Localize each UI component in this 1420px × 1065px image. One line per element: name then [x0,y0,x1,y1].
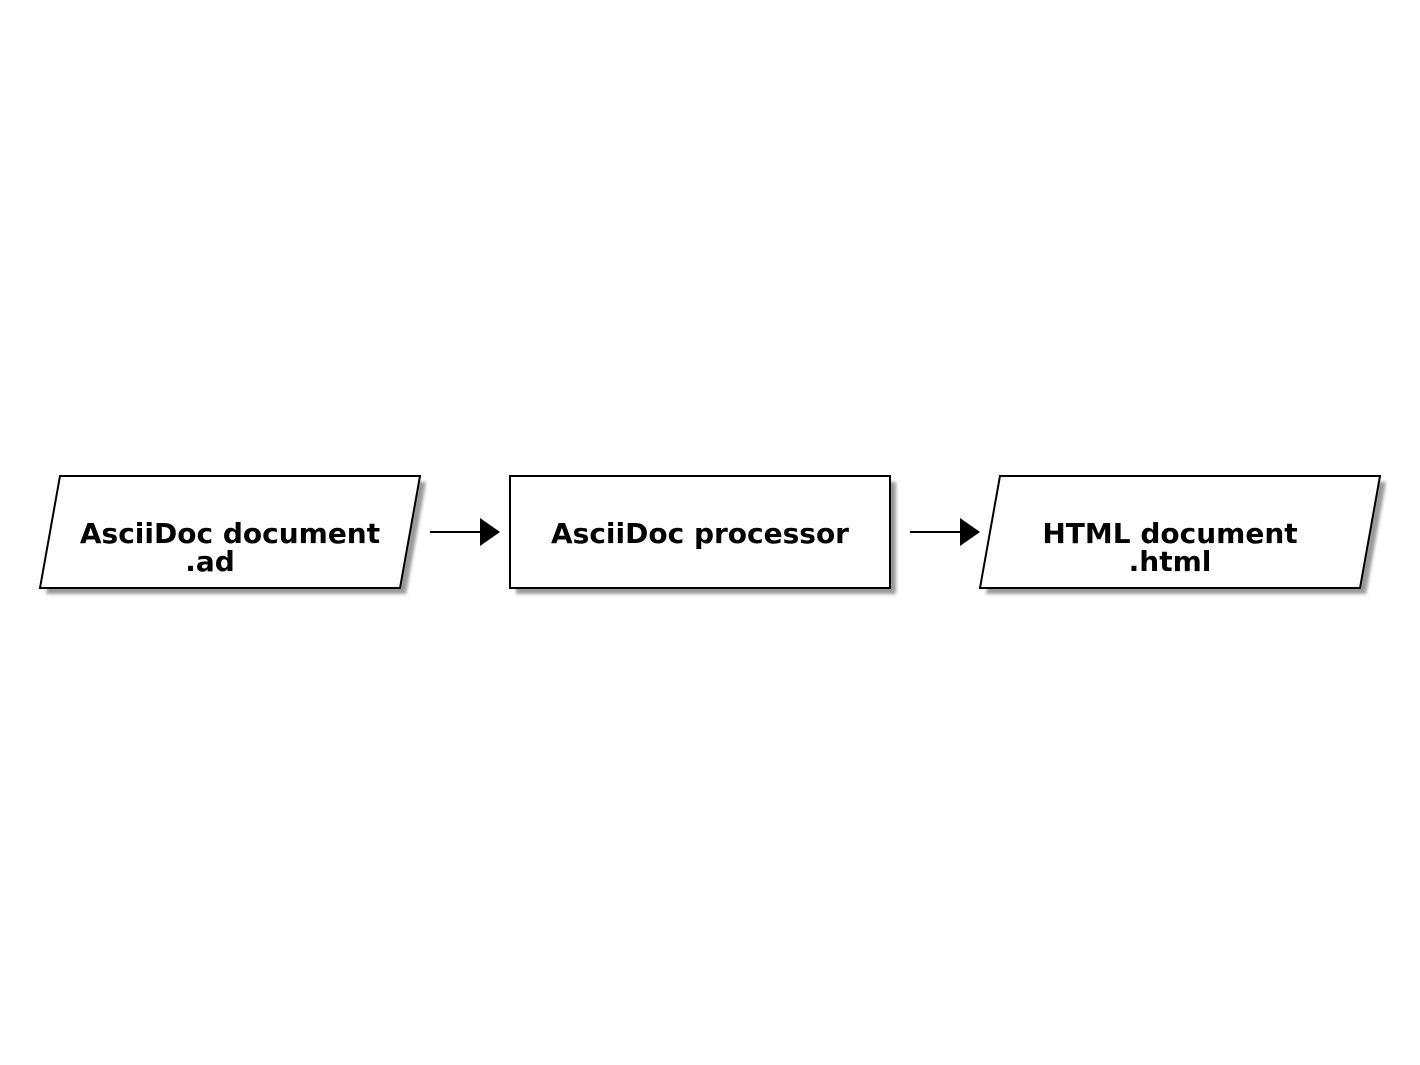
arrowhead-icon [480,518,500,546]
node-label-line-1: HTML document [1042,517,1297,550]
node-shape-rectangle [509,475,891,589]
node-asciidoc-document: AsciiDoc document .ad [38,475,426,594]
node-html-document: HTML document .html [978,475,1386,594]
arrowhead-icon [960,518,980,546]
node-asciidoc-processor: AsciiDoc processor [509,475,896,594]
node-label-line-1: AsciiDoc processor [551,517,849,550]
node-label-line-2: .html [1129,545,1212,578]
edge-processor-to-html [910,518,980,546]
node-shape-parallelogram [978,475,1382,589]
node-shape-parallelogram [38,475,422,589]
node-label-line-1: AsciiDoc document [80,517,380,550]
edge-document-to-processor [430,518,500,546]
node-label-line-2: .ad [185,545,235,578]
